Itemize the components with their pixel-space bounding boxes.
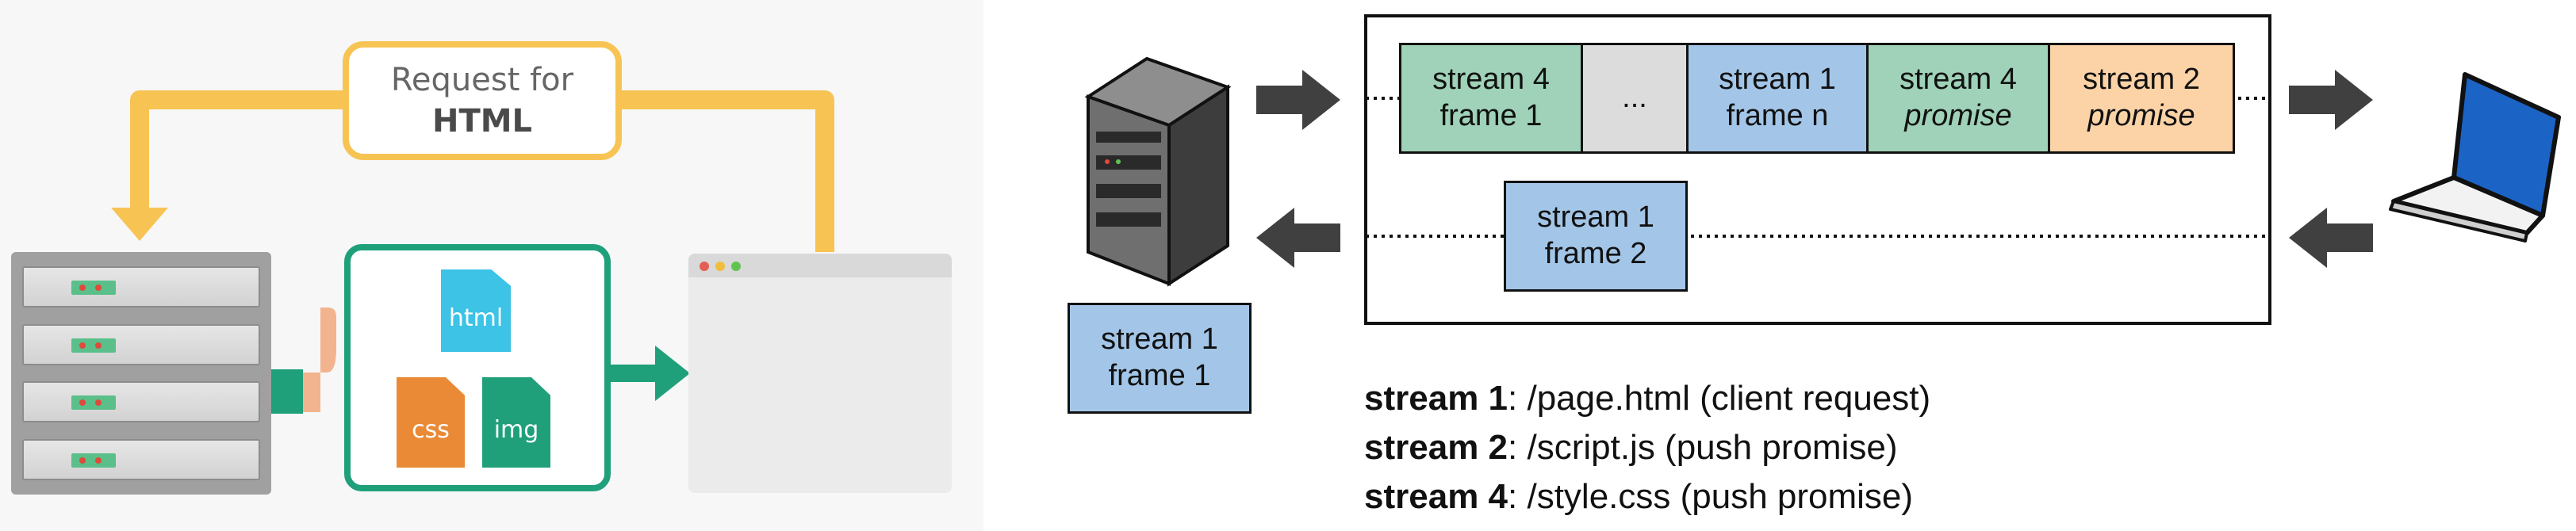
frame-stream4-promise: stream 4 promise: [1866, 43, 2050, 154]
connection-box: [1364, 14, 2271, 325]
frame-label-line2: frame 2: [1544, 237, 1647, 270]
frame-ellipsis: ...: [1581, 43, 1689, 154]
request-for-html-bubble: Request for HTML: [343, 41, 622, 160]
frame-label-line2: frame 1: [1108, 359, 1211, 392]
frame-stream1-frame-n: stream 1 frame n: [1686, 43, 1869, 154]
legend-key: stream 4: [1364, 477, 1508, 516]
rack-unit: [22, 381, 260, 423]
arrow-right-icon: [1256, 70, 1340, 130]
browser-window-icon: [688, 254, 952, 493]
arrow-left-icon: [1256, 208, 1340, 268]
rack-unit: [22, 266, 260, 308]
frame-label-line2: frame 1: [1439, 99, 1543, 132]
frame-stream1-frame2: stream 1 frame 2: [1504, 181, 1688, 292]
frame-label-line1: stream 1: [1537, 201, 1654, 235]
server-plug: [271, 369, 303, 414]
rack-unit: [22, 438, 260, 480]
frame-label-line2: promise: [1904, 99, 2012, 132]
legend-value: : /script.js (push promise): [1508, 428, 1898, 467]
img-file-label: img: [493, 415, 539, 444]
frame-label-line2: promise: [2087, 99, 2195, 132]
img-file-icon: img: [482, 377, 550, 468]
maximize-dot-icon: [731, 262, 741, 271]
request-label-line2: HTML: [431, 103, 533, 139]
rack-unit: [22, 323, 260, 365]
arrow-left-icon: [2289, 208, 2373, 268]
frame-label-line2: frame n: [1726, 99, 1829, 132]
frame-label-line1: stream 4: [1432, 63, 1550, 97]
legend-stream1: stream 1: /page.html (client request): [1364, 379, 1930, 418]
request-arrow-path: [130, 90, 834, 252]
legend-value: : /style.css (push promise): [1508, 477, 1914, 516]
legend-key: stream 2: [1364, 428, 1508, 467]
minimize-dot-icon: [715, 262, 725, 271]
browser-title-bar: [688, 254, 952, 277]
close-dot-icon: [700, 262, 709, 271]
laptop-icon: [2389, 72, 2561, 243]
frame-stream4-frame1: stream 4 frame 1: [1399, 43, 1583, 154]
frame-label-line1: ...: [1622, 81, 1647, 115]
request-arrow-head: [111, 208, 168, 241]
legend-key: stream 1: [1364, 379, 1508, 418]
frame-stream2-promise: stream 2 promise: [2048, 43, 2235, 154]
frame-stream1-frame1: stream 1 frame 1: [1068, 303, 1252, 414]
css-file-icon: css: [397, 377, 465, 468]
response-arrow-head: [655, 346, 690, 401]
hand-icon: [303, 308, 336, 412]
html-file-icon: html: [441, 269, 511, 352]
frame-label-line1: stream 1: [1719, 63, 1836, 97]
http1-illustration: Request for HTML html css img: [0, 0, 983, 531]
server-rack-icon: [11, 252, 271, 495]
legend-value: : /page.html (client request): [1508, 379, 1931, 418]
request-label-line1: Request for: [390, 62, 574, 98]
frame-label-line1: stream 4: [1899, 63, 2017, 97]
legend-stream2: stream 2: /script.js (push promise): [1364, 428, 1897, 468]
css-file-label: css: [412, 415, 450, 444]
legend-stream4: stream 4: /style.css (push promise): [1364, 477, 1913, 517]
frame-label-line1: stream 1: [1101, 323, 1218, 357]
arrow-right-icon: [2289, 70, 2373, 130]
html-file-label: html: [448, 304, 504, 332]
frame-label-line1: stream 2: [2083, 63, 2200, 97]
server-tower-icon: [1084, 56, 1232, 287]
response-arrow-shaft: [611, 365, 657, 382]
